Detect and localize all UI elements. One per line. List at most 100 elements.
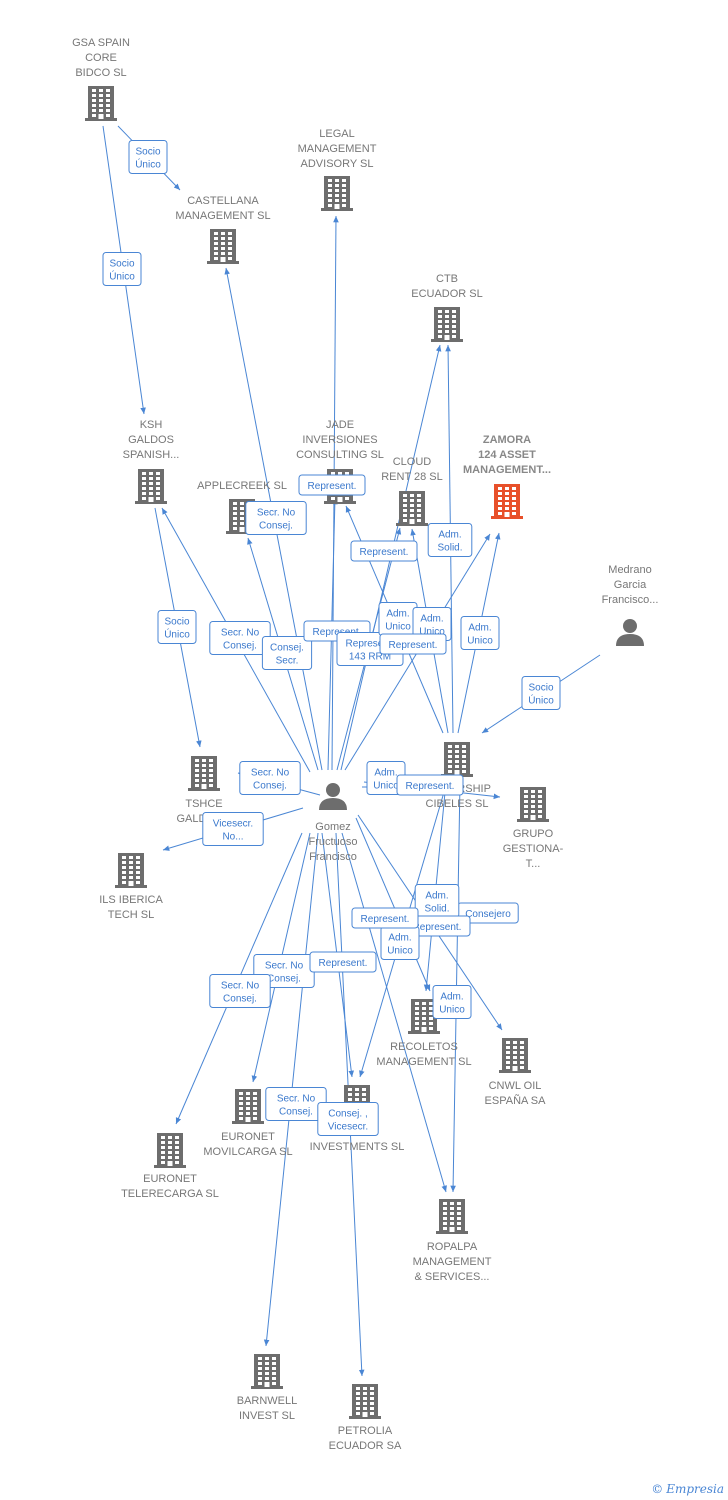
edge-label-box [460,616,500,650]
edge-label-ownership-to-ropalpa[interactable]: Adm.Unico [432,985,472,1019]
edge-label-gomez-to-ils[interactable]: Vicesecr.No... [202,812,264,846]
edge-label-box [298,474,366,496]
edge-label-ownership-to-zamora[interactable]: Adm.Unico [460,616,500,650]
edge-label-box [239,761,301,795]
edge-label-text: Represent. [319,958,368,969]
node-label: Francisco... [602,594,659,606]
edge-label-gomez-to-zamora[interactable]: Adm.Solid. [427,523,473,557]
node-cnwl[interactable]: CNWL OIL ESPAÑA SA [485,1038,547,1107]
edge-label-text: Adm. [420,614,443,625]
edge-label-box [309,951,377,973]
edge-label-text: Represent. [361,914,410,925]
building-icon [349,1384,381,1419]
node-label: GRUPO [513,828,554,840]
edge-label-box [102,252,142,286]
edge-label-ownership-to-ctb[interactable]: Adm.Unico [412,607,452,641]
edge-label-gomez-to-recoletos[interactable]: Adm.Solid. [414,884,460,918]
edge-label-text: Socio [135,147,160,158]
node-label: Garcia [614,579,647,591]
node-label: RENT 28 SL [381,471,443,483]
edge-label-gomez-to-ropalpa[interactable]: Represent. [351,907,419,929]
person-icon [616,619,644,646]
node-label: CNWL OIL [489,1080,542,1092]
edge-label-gomez-to-jade[interactable]: Represent. [298,474,366,496]
edge-label-text: Represent. [346,639,395,650]
edge-label-text: Secr. No [221,981,260,992]
edge-label-ownership-to-cloud[interactable]: Adm.Unico [378,602,418,636]
edge-label-gomez-to-petrolia[interactable]: Consej. ,Vicesecr. [317,1102,379,1136]
person-icon [319,783,347,810]
edge-label-text: Consej. [267,974,301,985]
node-grupo[interactable]: GRUPOGESTIONA-T... [503,787,564,870]
edge-label-ownership-to-investments[interactable]: Adm.Unico [380,926,420,960]
edge-label-text: Represent. [313,627,362,638]
edge-label-gomez-to-castellana[interactable]: Consej.Secr. [261,636,313,670]
node-label: Fructuoso [309,836,358,848]
edge-label-box [128,140,168,174]
building-icon [436,1199,468,1234]
edge-label-text: Unico [385,622,411,633]
edge-label-gomez-to-cloud[interactable]: Represent. [350,540,418,562]
edge-label-box [245,501,307,535]
node-ksh[interactable]: KSHGALDOSSPANISH... [123,419,180,504]
footer-brand[interactable]: ©Empresia [651,1482,724,1496]
edge-label-text: Unico [439,1005,465,1016]
edge-label-text: Unico [467,636,493,647]
edge-gomez-to-recoletos [355,817,431,992]
edge-label-ownership-to-jade[interactable]: Represent. [379,633,447,655]
node-label: KSH [140,419,163,431]
node-label: ESPAÑA SA [485,1094,547,1107]
edge-label-box [157,610,197,644]
edge-label-text: Represent. [308,481,357,492]
brand-name: Empresia [666,1482,724,1496]
node-label: GALDOS [128,434,174,446]
node-label: TECH SL [108,909,154,921]
node-medrano[interactable]: MedranoGarciaFrancisco... [602,564,659,646]
node-label: & SERVICES... [415,1271,490,1283]
building-icon [232,1089,264,1124]
edge-label-text: Secr. No [257,508,296,519]
edge-label-gomez-to-investments[interactable]: Represent. [309,951,377,973]
node-label: TSHCE [185,798,222,810]
edge-label-text: Represent. [389,640,438,651]
edge-label-gomez-to-grupo[interactable]: Represent. [396,774,464,796]
edge-label-gomez-to-ownership[interactable]: Adm.Unico [366,761,406,795]
node-label: T... [526,858,541,870]
node-label: TELERECARGA SL [121,1188,219,1200]
edge-label-box [351,907,419,929]
node-label: MANAGEMENT... [463,464,551,476]
node-label: LEGAL [319,128,354,140]
edge-label-text: Vicesecr. [328,1122,368,1133]
edge-label-text: Secr. No [221,628,260,639]
building-icon [396,491,428,526]
building-icon [188,756,220,791]
edge-label-box [202,812,264,846]
edge-label-text: Único [109,270,135,283]
node-label: Medrano [608,564,651,576]
edge-label-text: Socio [164,617,189,628]
